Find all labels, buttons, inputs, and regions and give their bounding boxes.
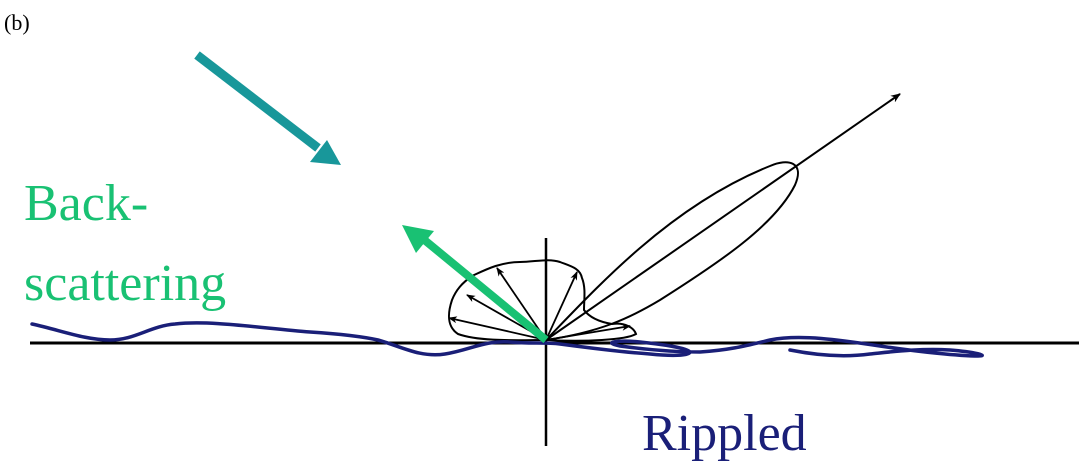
backscattering-label-line2: scattering (24, 255, 227, 312)
rippled-surface-wave (30, 321, 984, 358)
diffuse-arrow-1 (448, 316, 547, 341)
diffuse-arrow-3 (496, 267, 547, 341)
rippled-surface-label: Rippled (642, 405, 807, 462)
diffuse-arrow-4 (545, 271, 578, 341)
backscattering-label-line1: Back- (24, 175, 149, 232)
specular-lobe (543, 161, 799, 342)
diffuse-arrow-5 (545, 323, 631, 341)
incident-arrow-head (310, 140, 341, 165)
backscatter-arrow-shaft (419, 234, 549, 344)
incident-arrow-shaft (194, 51, 321, 152)
specular-arrow (545, 93, 901, 341)
panel-label: (b) (4, 10, 30, 35)
backscatter-arrow-head (402, 225, 434, 253)
backscattering-label: Back- scattering (24, 178, 226, 338)
